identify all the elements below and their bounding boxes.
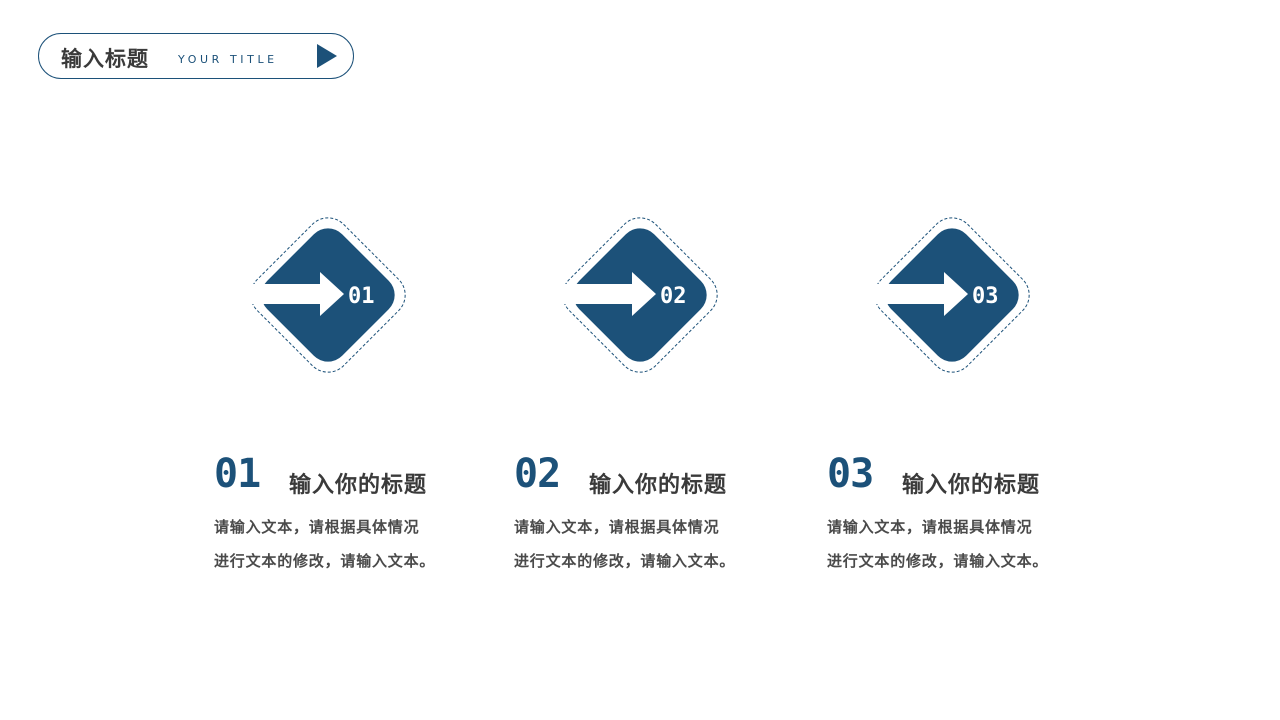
caption-body: 请输入文本，请根据具体情况 进行文本的修改，请输入文本。	[214, 510, 484, 578]
caption-line-2: 进行文本的修改，请输入文本。	[514, 552, 736, 570]
caption-number: 02	[514, 451, 561, 497]
caption-line-2: 进行文本的修改，请输入文本。	[214, 552, 436, 570]
page-title: 输入标题	[61, 47, 149, 71]
caption-title: 输入你的标题	[589, 473, 728, 498]
title-pill: 输入标题 YOUR TITLE	[38, 33, 354, 79]
right-arrow-icon	[238, 272, 344, 316]
diamond-card-3: 03	[847, 190, 1057, 400]
caption-title: 输入你的标题	[902, 473, 1041, 498]
caption-body: 请输入文本，请根据具体情况 进行文本的修改，请输入文本。	[827, 510, 1097, 578]
caption-body: 请输入文本，请根据具体情况 进行文本的修改，请输入文本。	[514, 510, 784, 578]
diamond-shape	[862, 217, 1030, 373]
diamond-shape	[550, 217, 718, 373]
diamond-number: 02	[660, 284, 687, 309]
diamond-shape	[238, 217, 406, 373]
caption-line-1: 请输入文本，请根据具体情况	[214, 518, 420, 536]
caption-line-2: 进行文本的修改，请输入文本。	[827, 552, 1049, 570]
diamond-number: 03	[972, 284, 999, 309]
right-arrow-icon	[550, 272, 656, 316]
caption-line-1: 请输入文本，请根据具体情况	[827, 518, 1033, 536]
caption-number: 01	[214, 451, 261, 497]
diamond-card-1: 01	[223, 190, 433, 400]
play-arrow-icon	[317, 44, 337, 68]
caption-number: 03	[827, 451, 874, 497]
caption-title: 输入你的标题	[289, 473, 428, 498]
diamond-dashed-outline	[562, 217, 718, 373]
diamond-number: 01	[348, 284, 375, 309]
diamond-card-2: 02	[535, 190, 745, 400]
diamond-dashed-outline	[250, 217, 406, 373]
page-subtitle: YOUR TITLE	[178, 53, 278, 66]
caption-line-1: 请输入文本，请根据具体情况	[514, 518, 720, 536]
diamond-dashed-outline	[874, 217, 1030, 373]
right-arrow-icon	[862, 272, 968, 316]
